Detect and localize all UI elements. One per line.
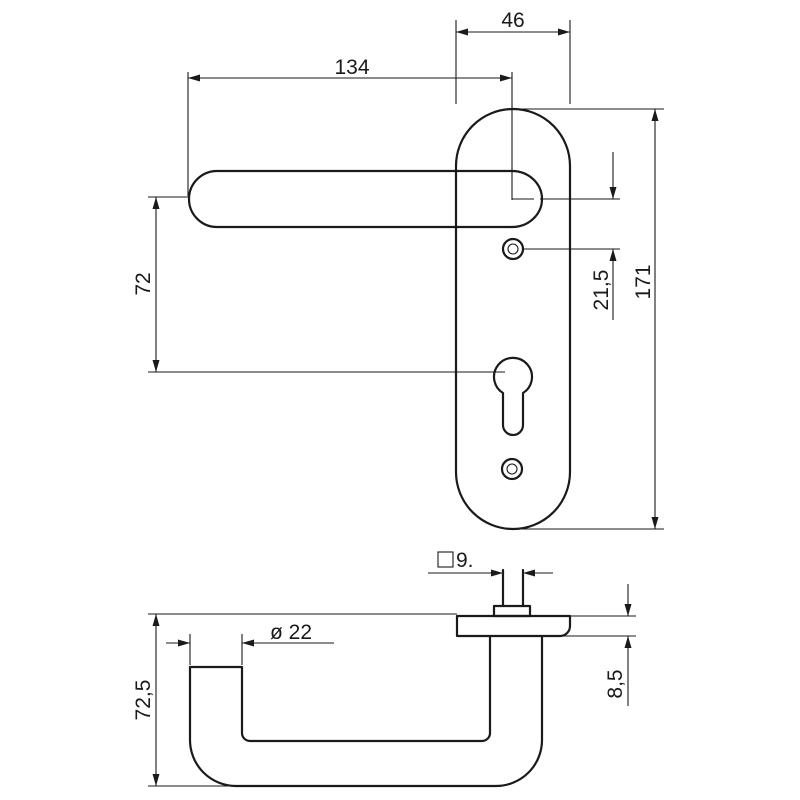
dim-spindle-square [428, 551, 553, 577]
dim-label-8-5: 8,5 [604, 669, 627, 698]
lever-handle [187, 169, 514, 229]
dim-label-72-5: 72,5 [132, 680, 155, 721]
dim-plate-thickness [560, 584, 636, 706]
dim-label-21-5: 21,5 [590, 270, 613, 311]
dim-label-171: 171 [632, 264, 655, 299]
dim-handle-to-keyhole [148, 196, 505, 373]
dim-label-134: 134 [334, 56, 369, 79]
backplate [454, 107, 572, 531]
dim-label-46: 46 [501, 9, 524, 32]
dim-label-72: 72 [132, 272, 155, 295]
side-view: 9. ø 22 72,5 8,5 [132, 549, 636, 788]
dim-handle-length [187, 72, 513, 200]
spindle [492, 604, 532, 618]
dim-projection [148, 613, 457, 787]
dim-label-diameter-22: ø 22 [270, 621, 312, 644]
lower-screw [500, 457, 524, 481]
lever-side-inner [240, 634, 492, 743]
dim-spindle-to-screw [523, 152, 620, 320]
lever-side-profile [188, 634, 544, 788]
square-symbol-icon [437, 551, 454, 568]
dim-rose-width [455, 20, 571, 104]
keyhole [492, 356, 534, 437]
upper-screw [501, 237, 525, 261]
lever-side-end [188, 665, 244, 676]
dim-plate-height [515, 108, 664, 530]
front-view: 134 46 72 21,5 [132, 9, 664, 531]
dim-label-square-9: 9. [456, 549, 474, 572]
dim-handle-diameter [166, 634, 334, 665]
rose-plate [455, 614, 572, 638]
